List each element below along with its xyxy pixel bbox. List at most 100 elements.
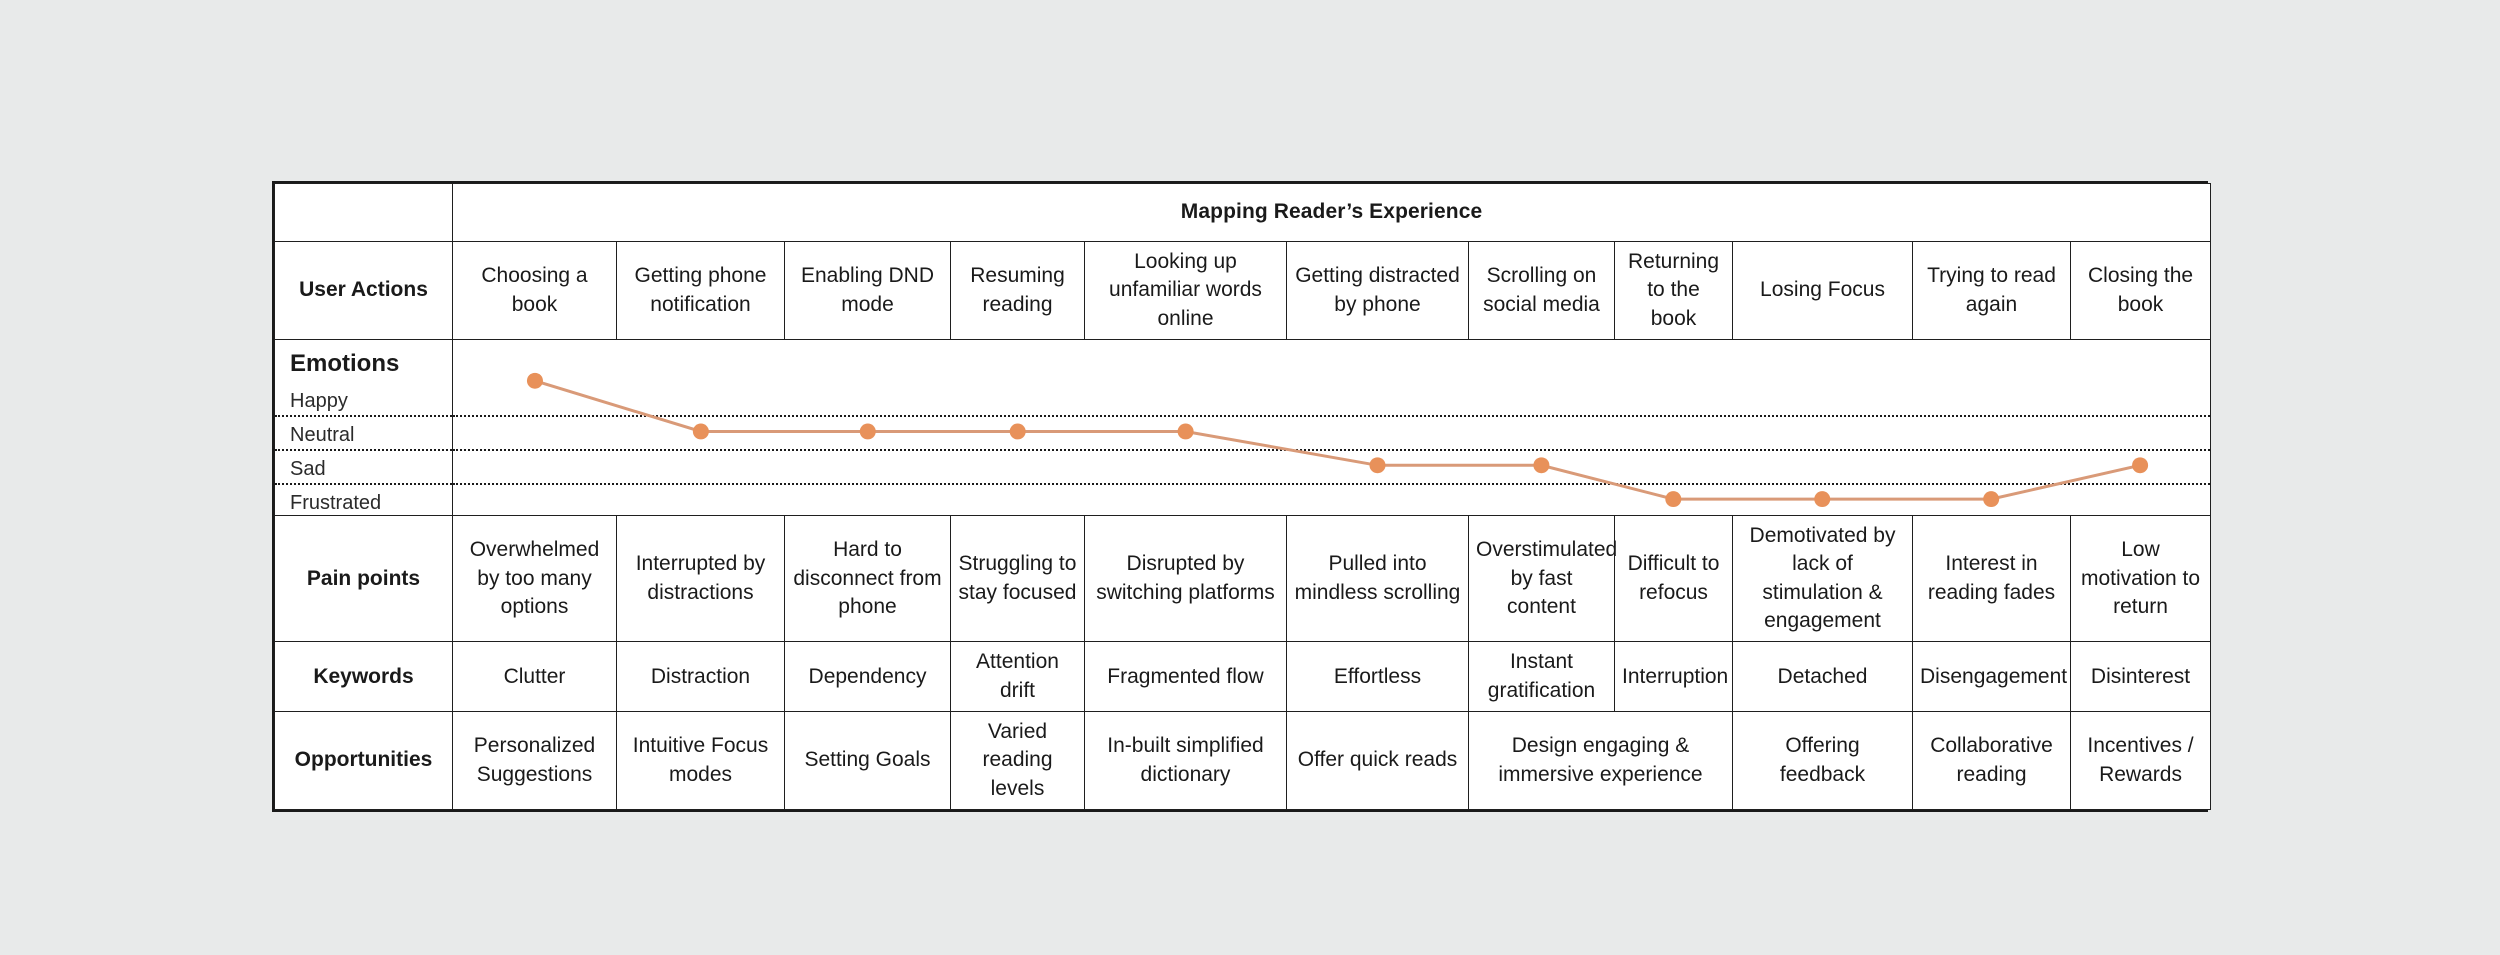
keyword-cell: Distraction	[616, 641, 785, 713]
opportunity-text: Setting Goals	[804, 748, 931, 772]
pain-point-text: Low motivation to return	[2080, 538, 2201, 618]
user-action-text: Getting phone notification	[634, 264, 767, 316]
user-action-text: Getting distracted by phone	[1295, 264, 1460, 316]
user-action-text: Scrolling on social media	[1483, 264, 1600, 316]
user-action-text: Trying to read again	[1927, 264, 2056, 316]
pain-point-cell: Demotivated by lack of stimulation & eng…	[1732, 515, 1913, 643]
pain-points-row: Pain points Overwhelmed by too many opti…	[274, 515, 2212, 643]
opportunities-row: Opportunities Personalized Suggestions I…	[274, 711, 2212, 811]
pain-point-text: Hard to disconnect from phone	[793, 538, 942, 618]
opportunity-cell: Incentives / Rewards	[2069, 711, 2212, 811]
emotion-band-frustrated: Frustrated	[290, 492, 382, 515]
user-action-cell: Getting distracted by phone	[1286, 240, 1469, 341]
title-row: Mapping Reader’s Experience	[274, 183, 2212, 242]
gridline-sad-frustrated	[453, 483, 2211, 486]
user-action-text: Losing Focus	[1760, 278, 1885, 302]
keyword-text: Detached	[1777, 664, 1868, 688]
opportunity-text: Design engaging & immersive experience	[1498, 734, 1703, 786]
keyword-cell: Interruption	[1614, 641, 1733, 713]
keywords-row: Keywords Clutter Distraction Dependency …	[274, 641, 2212, 713]
pain-point-cell: Pulled into mindless scrolling	[1286, 515, 1469, 643]
pain-point-cell: Overstimulated by fast content	[1468, 515, 1618, 643]
opportunity-cell-wide: Design engaging & immersive experience	[1468, 711, 1733, 811]
corner-cell	[274, 183, 453, 242]
emotion-data-point	[2132, 457, 2149, 474]
journey-map-table: Mapping Reader’s Experience User Actions…	[272, 181, 2212, 813]
opportunity-text: Personalized Suggestions	[473, 734, 596, 786]
keyword-text: Disengagement	[1920, 664, 2068, 688]
user-action-text: Resuming reading	[970, 264, 1065, 316]
opportunity-cell: Setting Goals	[784, 711, 951, 811]
opportunity-text: In-built simplified dictionary	[1107, 734, 1264, 786]
pain-point-cell: Interest in reading fades	[1912, 515, 2071, 643]
emotion-band-neutral: Neutral	[290, 424, 355, 447]
emotion-data-point	[1009, 423, 1026, 440]
pain-point-cell: Interrupted by distractions	[616, 515, 785, 643]
user-action-cell: Trying to read again	[1912, 240, 2071, 341]
keyword-cell: Clutter	[452, 641, 617, 713]
row-label-pain-points: Pain points	[274, 515, 453, 643]
opportunity-cell: Offering feedback	[1732, 711, 1913, 811]
opportunity-text: Varied reading levels	[982, 720, 1053, 800]
gridline-happy-neutral	[453, 415, 2211, 418]
keyword-text: Effortless	[1333, 664, 1422, 688]
pain-point-cell: Disrupted by switching platforms	[1084, 515, 1287, 643]
gridline-neutral-sad	[275, 449, 452, 452]
emotion-data-point	[1814, 491, 1831, 508]
opportunity-cell: Offer quick reads	[1286, 711, 1469, 811]
opportunity-cell: Varied reading levels	[950, 711, 1085, 811]
emotion-data-points	[526, 372, 2149, 508]
pain-point-cell: Overwhelmed by too many options	[452, 515, 617, 643]
user-action-cell: Scrolling on social media	[1468, 240, 1615, 341]
keyword-text: Disinterest	[2090, 664, 2191, 688]
keyword-cell: Effortless	[1286, 641, 1469, 713]
pain-point-cell: Difficult to refocus	[1614, 515, 1733, 643]
emotion-data-point	[526, 372, 543, 389]
keyword-text: Attention drift	[976, 650, 1059, 702]
row-label-opportunities: Opportunities	[274, 711, 453, 811]
user-action-cell: Returning to the book	[1614, 240, 1733, 341]
emotion-band-happy: Happy	[290, 390, 348, 413]
keyword-text: Distraction	[650, 664, 751, 688]
keyword-cell: Disengagement	[1912, 641, 2071, 713]
opportunity-text: Offer quick reads	[1297, 748, 1458, 772]
user-action-text: Choosing a book	[481, 264, 588, 316]
keyword-cell: Fragmented flow	[1084, 641, 1287, 713]
keyword-text: Instant gratification	[1487, 650, 1596, 702]
emotion-data-point	[1177, 423, 1194, 440]
page-title: Mapping Reader’s Experience	[451, 183, 2212, 242]
keyword-cell: Dependency	[784, 641, 951, 713]
keyword-text: Fragmented flow	[1107, 664, 1264, 688]
emotions-axis-labels: Emotions Happy Neutral Sad Frustrated	[274, 339, 453, 517]
pain-point-text: Difficult to refocus	[1627, 552, 1720, 604]
emotion-data-point	[1369, 457, 1386, 474]
keyword-cell: Detached	[1732, 641, 1913, 713]
emotion-polyline	[534, 379, 2141, 501]
user-action-text: Returning to the book	[1627, 250, 1720, 330]
pain-point-text: Struggling to stay focused	[958, 552, 1077, 604]
user-action-cell: Closing the book	[2069, 240, 2212, 341]
pain-point-text: Pulled into mindless scrolling	[1294, 552, 1461, 604]
row-label-user-actions: User Actions	[274, 240, 453, 341]
user-action-cell: Resuming reading	[950, 240, 1085, 341]
user-action-cell: Looking up unfamiliar words online	[1084, 240, 1287, 341]
opportunity-cell: In-built simplified dictionary	[1084, 711, 1287, 811]
user-action-cell: Getting phone notification	[616, 240, 785, 341]
user-action-cell: Enabling DND mode	[784, 240, 951, 341]
gridline-neutral-sad	[453, 449, 2211, 452]
emotion-data-point	[1983, 491, 2000, 508]
pain-point-text: Overstimulated by fast content	[1476, 538, 1618, 618]
keyword-text: Clutter	[503, 664, 566, 688]
user-action-text: Closing the book	[2087, 264, 2194, 316]
pain-point-cell: Hard to disconnect from phone	[784, 515, 951, 643]
user-actions-row: User Actions Choosing a book Getting pho…	[274, 240, 2212, 341]
pain-point-text: Disrupted by switching platforms	[1096, 552, 1275, 604]
opportunity-cell: Personalized Suggestions	[452, 711, 617, 811]
opportunity-cell: Intuitive Focus modes	[616, 711, 785, 811]
pain-point-text: Interest in reading fades	[1927, 552, 2056, 604]
user-action-cell: Choosing a book	[452, 240, 617, 341]
opportunity-cell: Collaborative reading	[1912, 711, 2071, 811]
emotion-curve-chart	[451, 339, 2212, 517]
row-label-emotions: Emotions	[290, 350, 400, 378]
